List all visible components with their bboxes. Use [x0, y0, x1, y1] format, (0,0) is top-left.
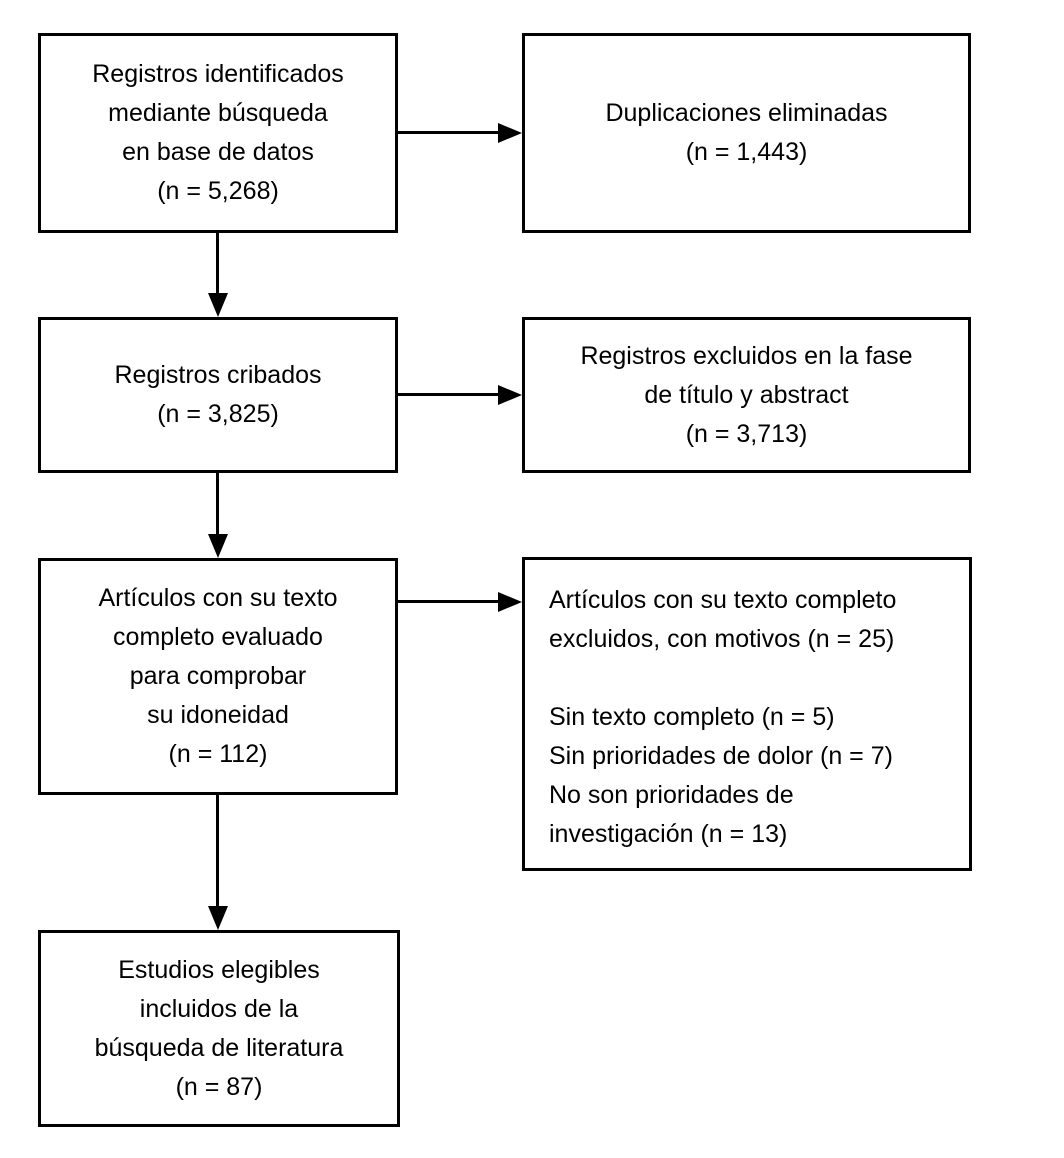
arrow-fulltext-to-excluded-line	[398, 600, 502, 603]
arrow-screened-to-excluded-head-icon	[498, 385, 522, 405]
arrow-fulltext-to-included-line	[216, 795, 219, 910]
arrow-identified-to-screened-head-icon	[208, 293, 228, 317]
arrow-screened-to-excluded-line	[398, 393, 502, 396]
box-excluded-title-abstract-text: Registros excluidos en la fase de título…	[580, 341, 913, 448]
arrow-fulltext-to-included-head-icon	[208, 906, 228, 930]
box-records-screened-text: Registros cribados (n = 3,825)	[114, 361, 322, 428]
arrow-fulltext-to-excluded-head-icon	[498, 592, 522, 612]
arrow-identified-to-screened-line	[216, 233, 219, 297]
box-fulltext-assessed: Artículos con su texto completo evaluado…	[38, 558, 398, 795]
arrow-screened-to-fulltext-line	[216, 473, 219, 538]
box-duplicates-removed-text: Duplicaciones eliminadas (n = 1,443)	[605, 99, 888, 166]
box-records-screened: Registros cribados (n = 3,825)	[38, 317, 398, 473]
box-studies-included-text: Estudios elegibles incluidos de la búsqu…	[94, 955, 344, 1101]
box-duplicates-removed: Duplicaciones eliminadas (n = 1,443)	[522, 33, 971, 233]
arrow-identified-to-duplicates-line	[398, 131, 502, 134]
box-fulltext-excluded-text: Artículos con su texto completo excluido…	[549, 586, 897, 848]
arrow-identified-to-duplicates-head-icon	[498, 123, 522, 143]
box-records-identified: Registros identificados mediante búsqued…	[38, 33, 398, 233]
box-fulltext-excluded: Artículos con su texto completo excluido…	[522, 557, 972, 871]
box-excluded-title-abstract: Registros excluidos en la fase de título…	[522, 317, 971, 473]
box-fulltext-assessed-text: Artículos con su texto completo evaluado…	[98, 584, 338, 768]
box-studies-included: Estudios elegibles incluidos de la búsqu…	[38, 930, 400, 1127]
box-records-identified-text: Registros identificados mediante búsqued…	[92, 60, 344, 205]
arrow-screened-to-fulltext-head-icon	[208, 534, 228, 558]
